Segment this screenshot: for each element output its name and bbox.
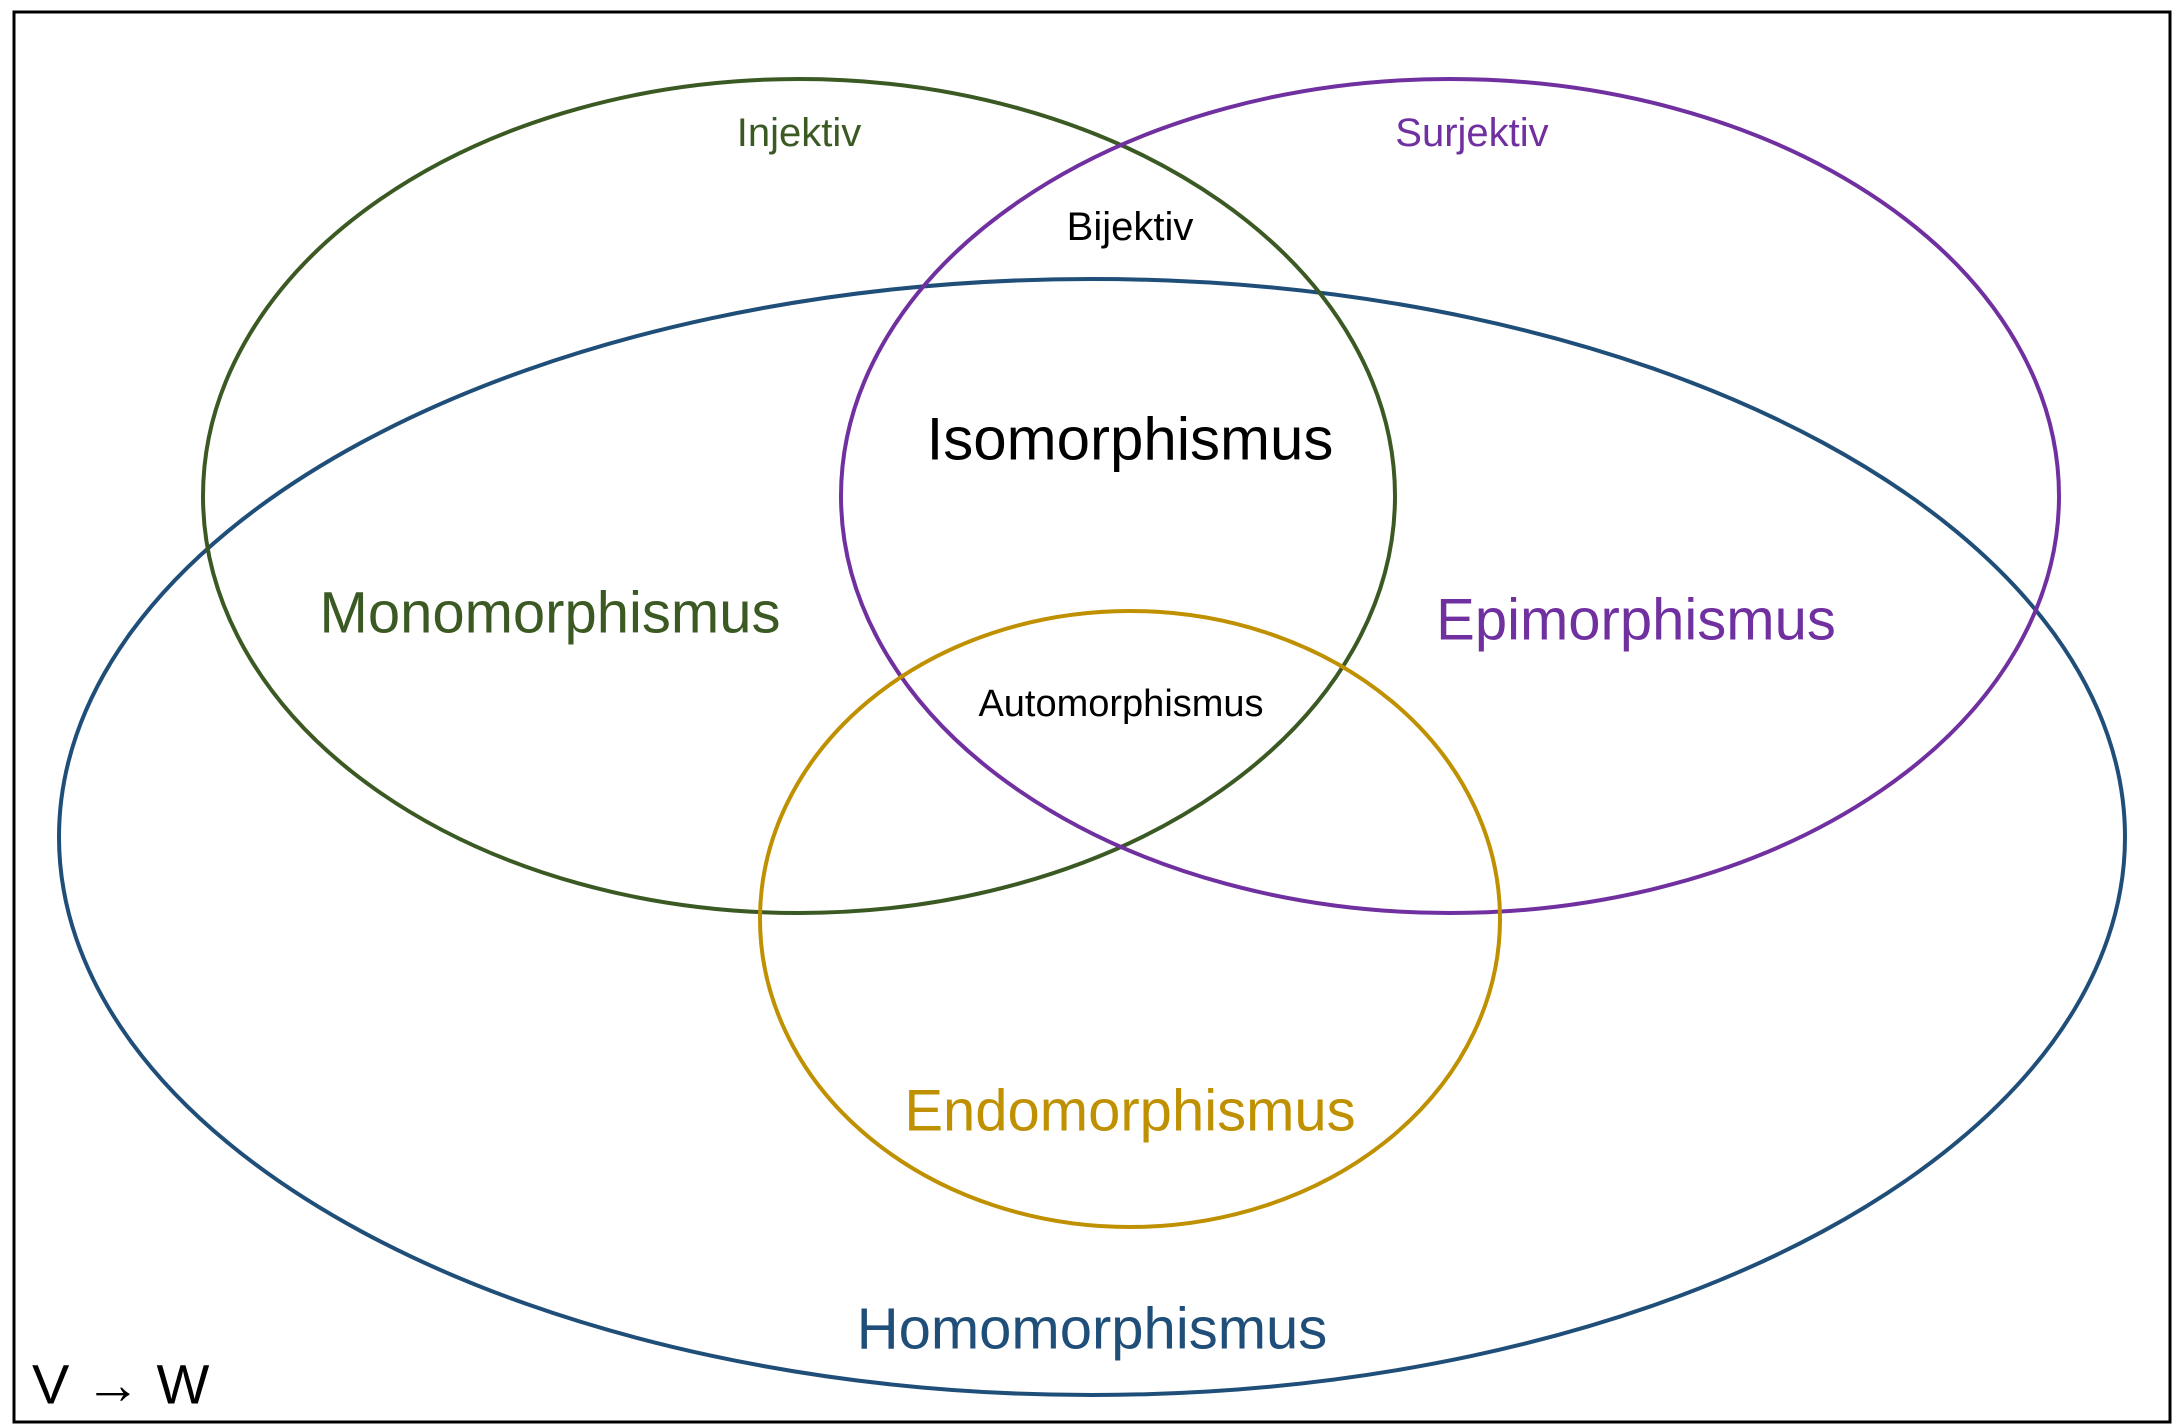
label-endomorphismus: Endomorphismus xyxy=(904,1079,1355,1144)
label-automorphismus: Automorphismus xyxy=(978,683,1263,725)
label-bijektiv: Bijektiv xyxy=(1067,205,1194,249)
homomorphismus-ellipse xyxy=(57,277,2127,1397)
label-isomorphismus: Isomorphismus xyxy=(927,406,1334,473)
endomorphismus-ellipse xyxy=(758,609,1502,1229)
diagram-frame xyxy=(12,10,2172,1424)
label-monomorphismus: Monomorphismus xyxy=(320,581,781,646)
label-homomorphismus: Homomorphismus xyxy=(857,1297,1328,1362)
label-surjektiv: Surjektiv xyxy=(1395,111,1548,155)
label-mapping: V → W xyxy=(32,1353,209,1416)
label-epimorphismus: Epimorphismus xyxy=(1436,588,1836,653)
surjektiv-ellipse xyxy=(839,77,2061,915)
label-injektiv: Injektiv xyxy=(737,111,862,155)
injektiv-ellipse xyxy=(201,77,1397,915)
